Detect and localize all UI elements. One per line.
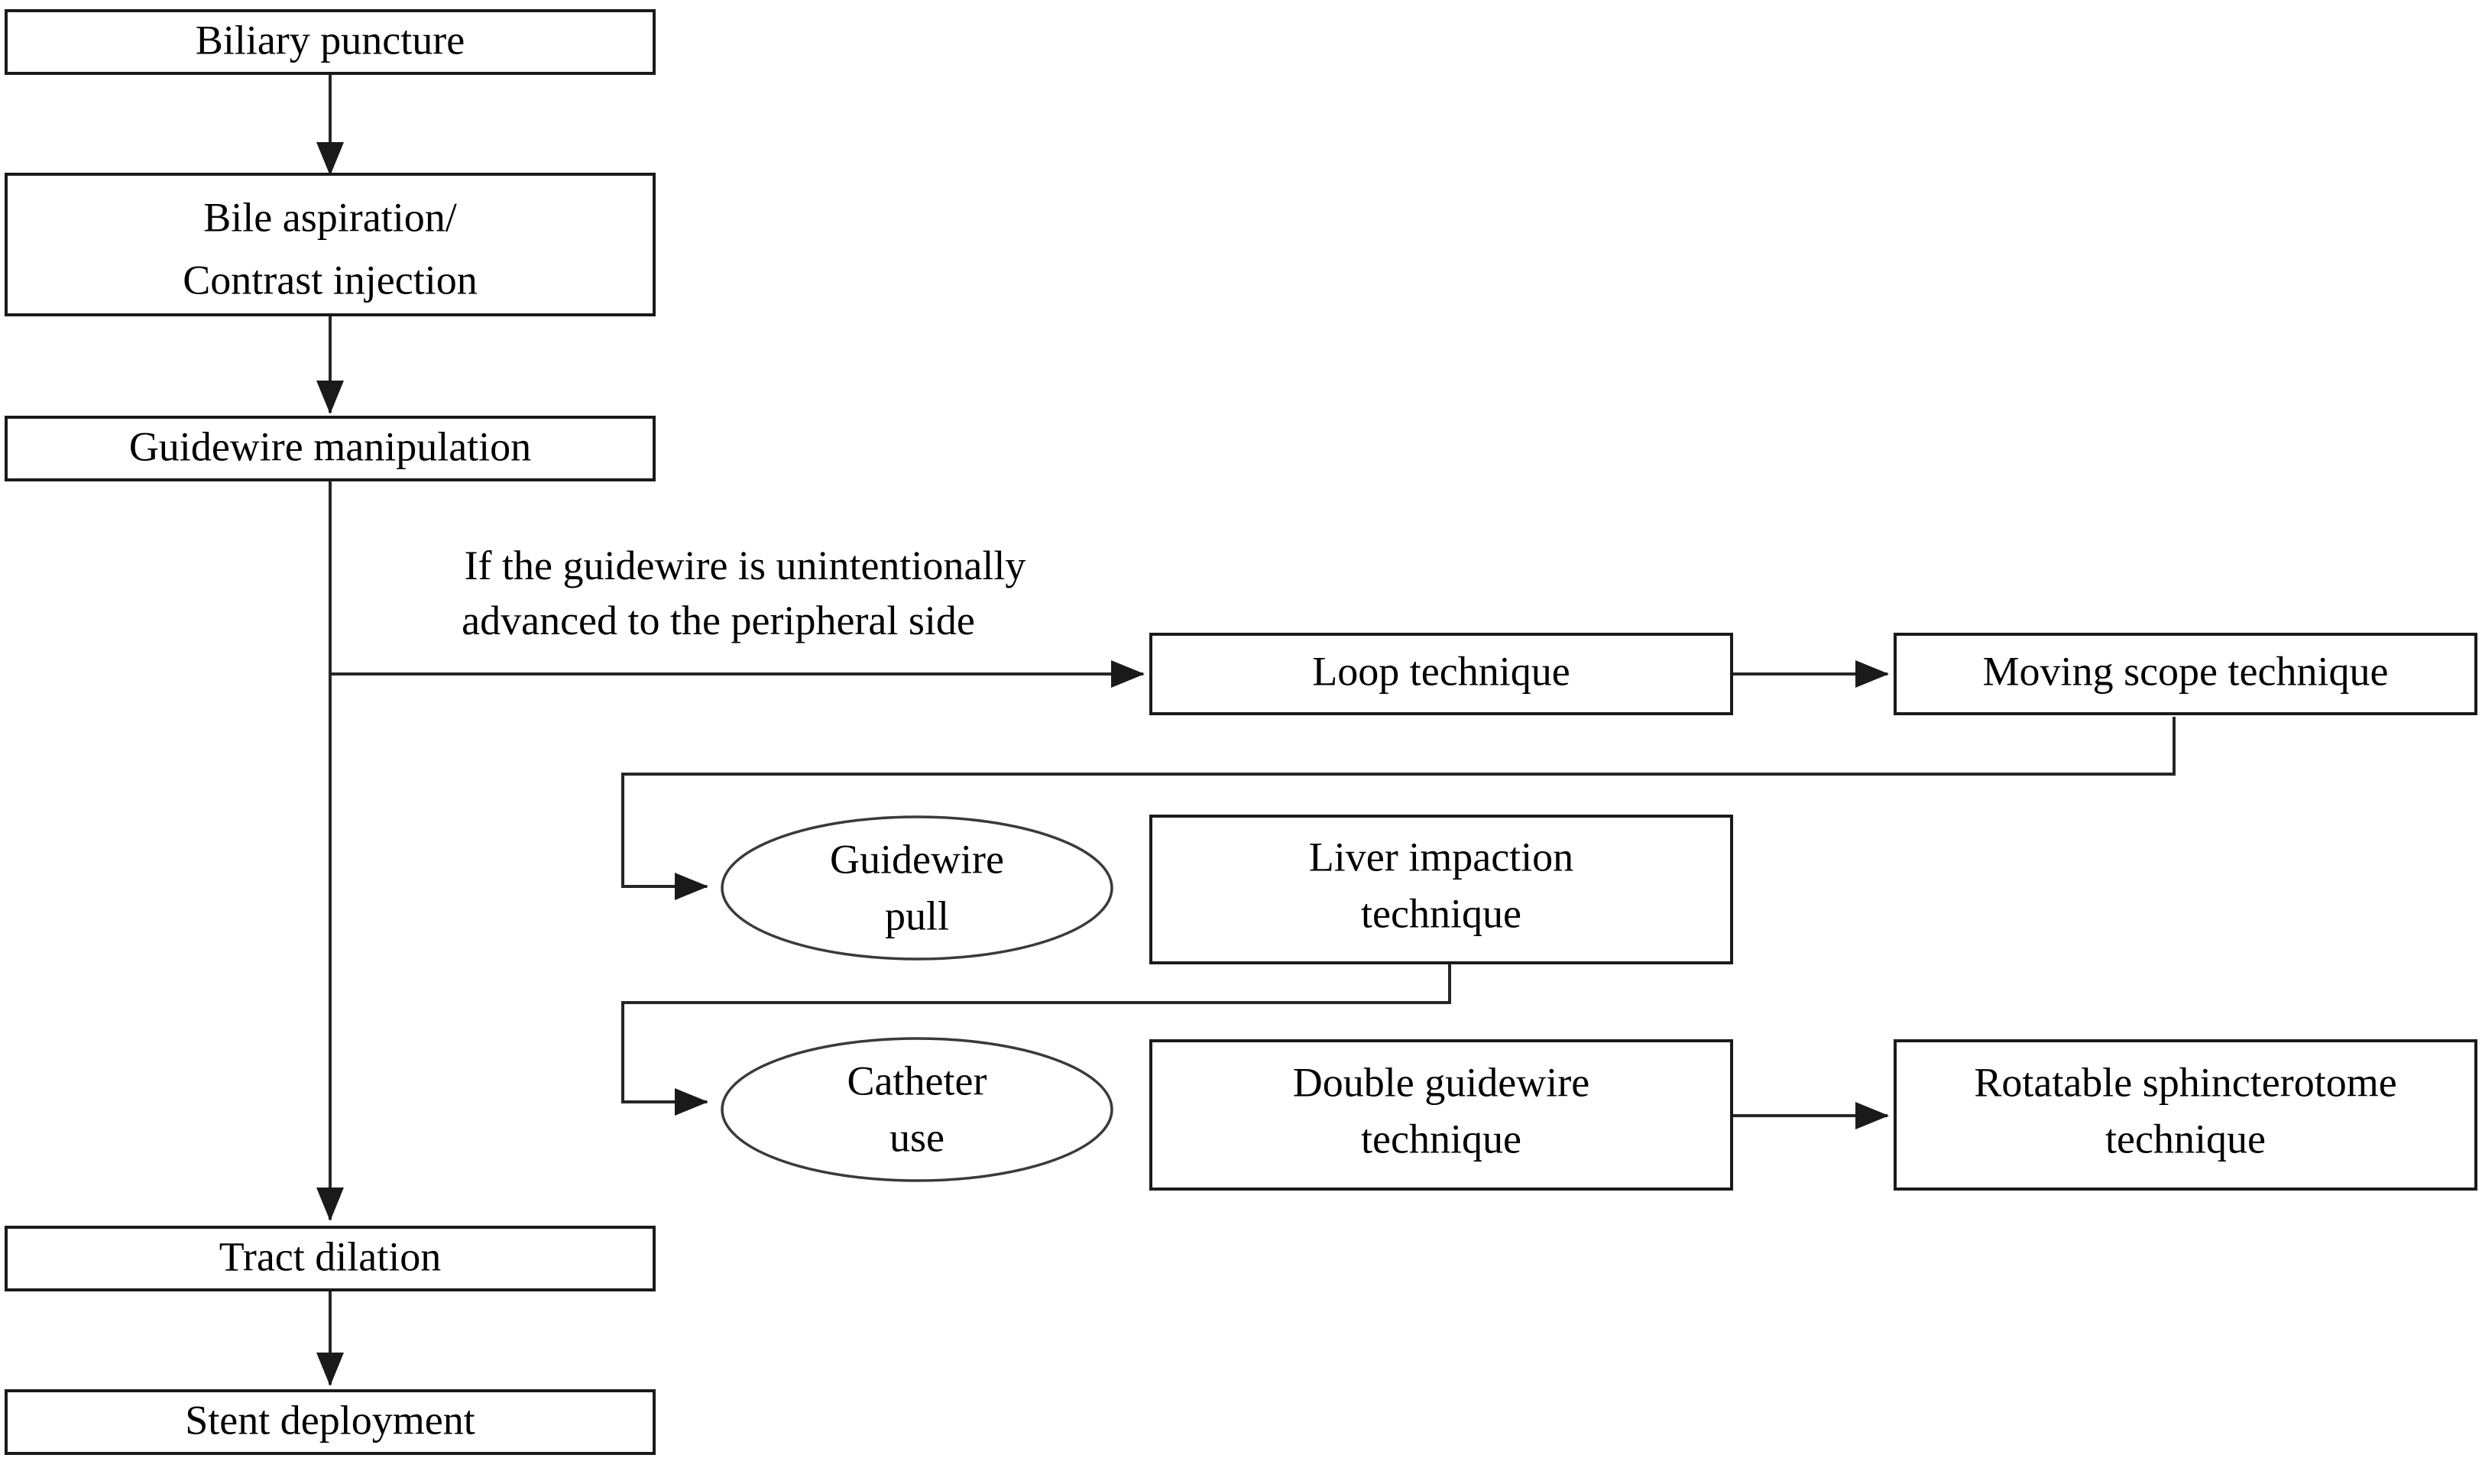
- edge-liver-impaction-to-catheter-use: [621, 963, 1451, 1116]
- branch-condition-annotation: If the guidewire is unintentionally adva…: [462, 543, 1026, 643]
- node-stent-deployment[interactable]: Stent deployment: [5, 1389, 656, 1455]
- branch-condition-line2: advanced to the peripheral side: [462, 598, 975, 643]
- guidewire-pull-label-line2: pull: [885, 893, 949, 938]
- node-rotatable-sphincterotome-technique[interactable]: Rotatable sphincterotome technique: [1894, 1039, 2477, 1191]
- stent-deployment-box[interactable]: [5, 1389, 656, 1455]
- node-guidewire-pull[interactable]: Guidewire pull: [721, 815, 1113, 961]
- catheter-use-label-line1: Catheter: [847, 1058, 987, 1103]
- rotatable-sphincterotome-box[interactable]: [1894, 1039, 2477, 1191]
- guidewire-pull-label-line1: Guidewire: [830, 836, 1004, 882]
- loop-technique-label: Loop technique: [1312, 648, 1570, 694]
- bile-aspiration-label-line1: Bile aspiration/: [203, 194, 456, 240]
- tract-dilation-box[interactable]: [5, 1226, 656, 1291]
- edge-moving-scope-to-guidewire-pull: [621, 717, 2176, 900]
- node-bile-aspiration[interactable]: Bile aspiration/ Contrast injection: [5, 173, 656, 316]
- connector-layer: [316, 73, 2176, 1386]
- rotatable-sphincterotome-label-line2: technique: [2105, 1116, 2266, 1162]
- stent-deployment-label: Stent deployment: [185, 1397, 475, 1443]
- liver-impaction-technique-box[interactable]: [1149, 815, 1733, 964]
- branch-condition-line1: If the guidewire is unintentionally: [465, 543, 1026, 588]
- node-liver-impaction-technique[interactable]: Liver impaction technique: [1149, 815, 1733, 964]
- tract-dilation-label: Tract dilation: [219, 1233, 442, 1279]
- node-loop-technique[interactable]: Loop technique: [1149, 633, 1733, 715]
- node-tract-dilation[interactable]: Tract dilation: [5, 1226, 656, 1291]
- node-catheter-use[interactable]: Catheter use: [721, 1037, 1113, 1182]
- guidewire-manipulation-label: Guidewire manipulation: [129, 423, 531, 469]
- double-guidewire-label-line2: technique: [1361, 1116, 1521, 1162]
- rotatable-sphincterotome-label-line1: Rotatable sphincterotome: [1974, 1059, 2396, 1105]
- node-guidewire-manipulation[interactable]: Guidewire manipulation: [5, 416, 656, 481]
- bile-aspiration-label-line2: Contrast injection: [183, 257, 477, 303]
- node-biliary-puncture[interactable]: Biliary puncture: [5, 9, 656, 75]
- catheter-use-ellipse[interactable]: [721, 1037, 1113, 1182]
- biliary-puncture-box[interactable]: [5, 9, 656, 75]
- biliary-puncture-label: Biliary puncture: [196, 17, 465, 63]
- guidewire-pull-ellipse[interactable]: [721, 815, 1113, 961]
- loop-technique-box[interactable]: [1149, 633, 1733, 715]
- node-double-guidewire-technique[interactable]: Double guidewire technique: [1149, 1039, 1733, 1191]
- guidewire-manipulation-box[interactable]: [5, 416, 656, 481]
- double-guidewire-label-line1: Double guidewire: [1293, 1059, 1589, 1105]
- liver-impaction-label-line2: technique: [1361, 890, 1521, 936]
- liver-impaction-label-line1: Liver impaction: [1309, 834, 1573, 880]
- bile-aspiration-box[interactable]: [5, 173, 656, 316]
- moving-scope-technique-label: Moving scope technique: [1983, 648, 2389, 694]
- catheter-use-label-line2: use: [889, 1114, 945, 1160]
- node-moving-scope-technique[interactable]: Moving scope technique: [1894, 633, 2477, 715]
- double-guidewire-technique-box[interactable]: [1149, 1039, 1733, 1191]
- moving-scope-technique-box[interactable]: [1894, 633, 2477, 715]
